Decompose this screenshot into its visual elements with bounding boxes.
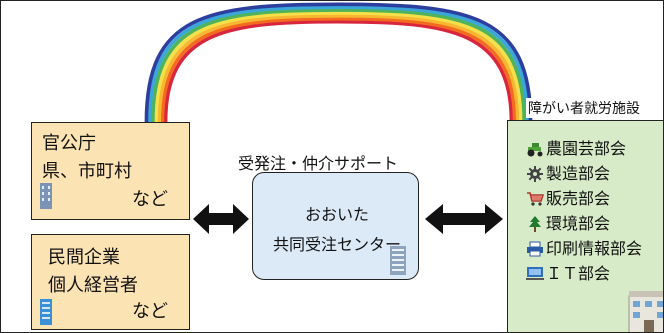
rainbow-band bbox=[163, 19, 514, 123]
computer-icon bbox=[526, 266, 544, 282]
private-sector-box: 民間企業 個人経営者 など bbox=[31, 234, 190, 330]
section-label: ＩＴ部会 bbox=[546, 264, 611, 283]
rainbow-band bbox=[157, 14, 520, 123]
section-agriculture: 農園芸部会 bbox=[526, 139, 626, 159]
section-printing: 印刷情報部会 bbox=[526, 239, 642, 259]
rainbow-band bbox=[147, 5, 530, 123]
center-box: おおいた 共同受注センター bbox=[252, 172, 419, 280]
office-building-icon bbox=[40, 183, 52, 209]
center-name-line-1: おおいた bbox=[305, 205, 370, 224]
office-building-icon bbox=[40, 299, 52, 325]
rainbow-band bbox=[144, 2, 533, 123]
tractor-icon bbox=[526, 141, 544, 157]
shopping-cart-icon bbox=[526, 191, 544, 207]
section-label: 製造部会 bbox=[546, 164, 611, 183]
government-line-3: など bbox=[132, 189, 168, 210]
rainbow-band bbox=[160, 16, 517, 123]
section-label: 印刷情報部会 bbox=[546, 239, 643, 258]
private-line-3: など bbox=[132, 301, 168, 322]
private-line-2: 個人経営者 bbox=[48, 275, 138, 296]
section-label: 環境部会 bbox=[546, 214, 611, 233]
government-line-2: 県、市町村 bbox=[42, 161, 132, 182]
office-building-icon bbox=[390, 246, 406, 275]
printer-icon bbox=[526, 241, 544, 257]
bidirectional-arrow-right bbox=[425, 204, 503, 234]
rainbow-band bbox=[151, 8, 526, 123]
government-line-1: 官公庁 bbox=[42, 133, 96, 154]
gear-icon bbox=[526, 166, 544, 182]
tree-icon bbox=[526, 216, 544, 232]
center-name-line-2: 共同受注センター bbox=[273, 235, 402, 254]
rainbow-band bbox=[154, 11, 523, 123]
facility-label: 障がい者就労施設 bbox=[526, 98, 642, 118]
government-box: 官公庁 県、市町村 など bbox=[31, 122, 190, 220]
section-label: 農園芸部会 bbox=[546, 139, 627, 158]
facility-box: 農園芸部会 製造部会 販売部会 環境部会 印刷情報部会 bbox=[507, 120, 663, 332]
facility-building-icon bbox=[628, 291, 663, 332]
section-it: ＩＴ部会 bbox=[526, 264, 610, 284]
section-manufacturing: 製造部会 bbox=[526, 164, 610, 184]
center-caption: 受発注・仲介サポート bbox=[238, 154, 399, 173]
bidirectional-arrow-left bbox=[193, 204, 249, 234]
section-environment: 環境部会 bbox=[526, 214, 610, 234]
section-label: 販売部会 bbox=[546, 189, 611, 208]
section-sales: 販売部会 bbox=[526, 189, 610, 209]
private-line-1: 民間企業 bbox=[48, 247, 120, 268]
